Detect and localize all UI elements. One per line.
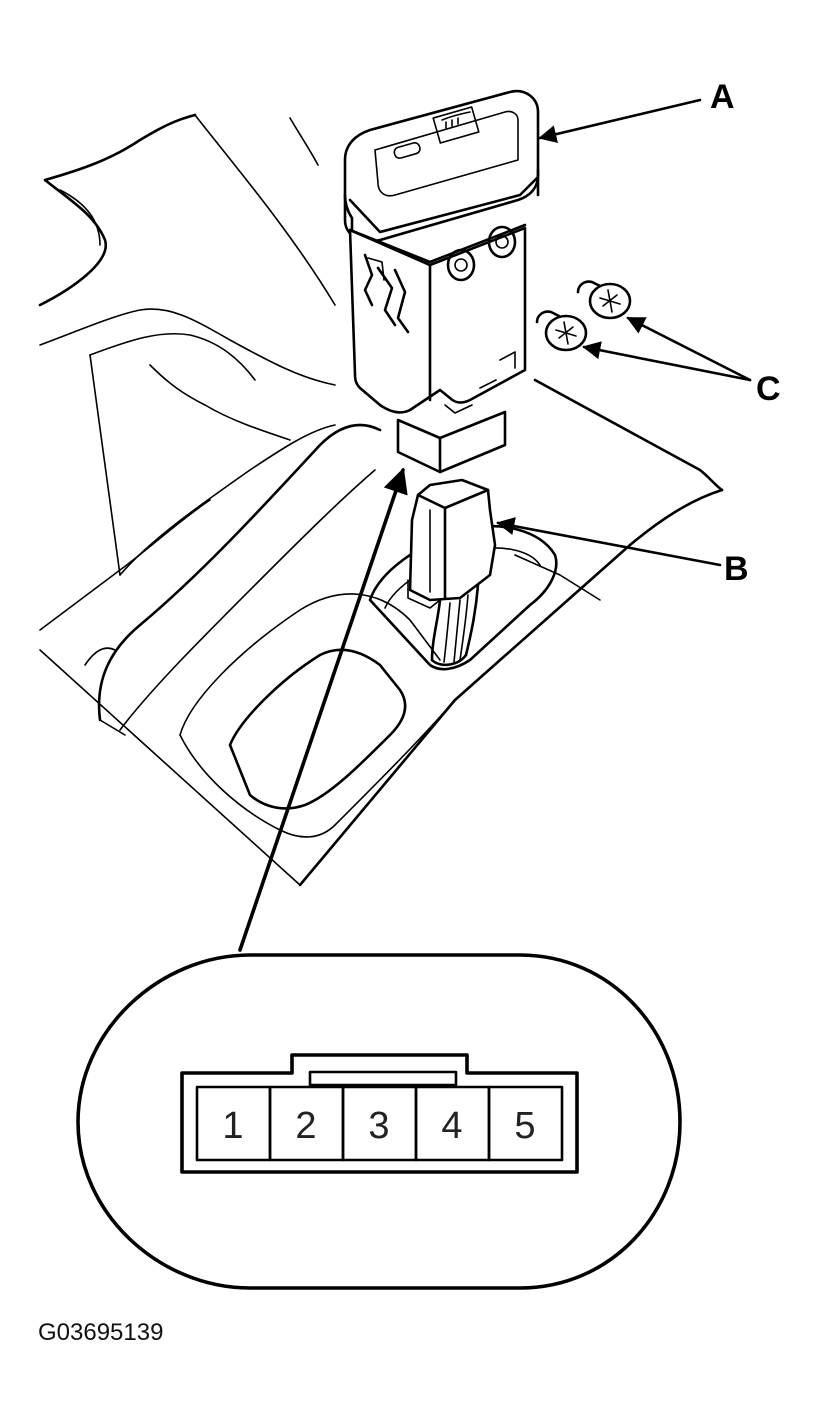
screw-lower — [535, 310, 588, 352]
screw-upper — [576, 280, 632, 320]
indicator-slot — [393, 141, 421, 159]
callout-label-a: A — [710, 78, 735, 116]
figure-id: G03695139 — [38, 1319, 163, 1346]
screw-hole-left — [446, 248, 476, 282]
screw-hole-right — [487, 225, 517, 259]
pin-label-4: 4 — [441, 1105, 462, 1147]
connector-pinout-detail: 1 2 3 4 5 — [76, 953, 682, 1290]
connector-face-housing — [180, 1053, 579, 1174]
pin-label-3: 3 — [368, 1105, 389, 1147]
switch-assembly-a — [343, 89, 540, 474]
callout-leaders — [238, 98, 752, 952]
pin-label-5: 5 — [514, 1105, 535, 1147]
callout-label-b: B — [724, 550, 749, 588]
mounting-screws-c — [535, 280, 632, 352]
harness-connector-b — [407, 478, 497, 667]
detail-bubble-outline — [76, 953, 682, 1290]
pin-label-2: 2 — [295, 1105, 316, 1147]
callout-label-c: C — [756, 370, 781, 408]
rear-defroster-symbol-icon — [432, 106, 480, 144]
pin-label-1: 1 — [222, 1105, 243, 1147]
pin-cell-5 — [487, 1085, 564, 1162]
